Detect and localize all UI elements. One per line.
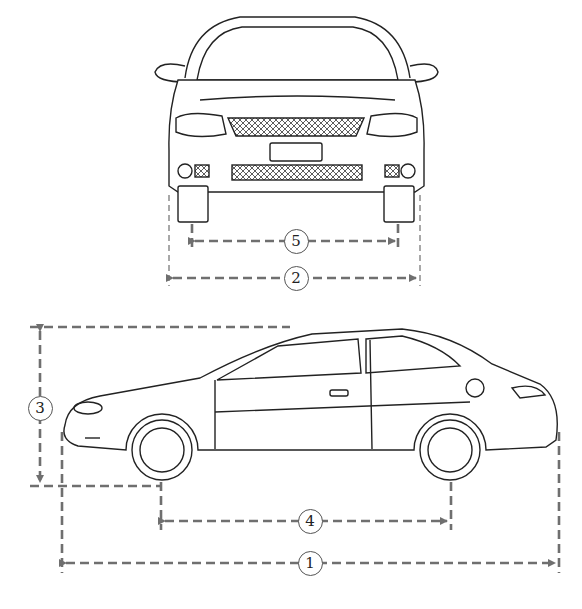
callout-text: 3 bbox=[35, 401, 45, 416]
callout-number: 5 bbox=[284, 229, 309, 254]
callout-text: 5 bbox=[291, 234, 301, 249]
callout-text: 4 bbox=[305, 514, 315, 529]
callout-number: 2 bbox=[284, 266, 309, 291]
side-view bbox=[64, 329, 557, 480]
callout-number: 1 bbox=[298, 551, 323, 576]
callout-text: 2 bbox=[291, 271, 301, 286]
dimension-lines bbox=[30, 195, 559, 573]
callout-number: 3 bbox=[28, 396, 53, 421]
front-view bbox=[155, 17, 438, 222]
callout-text: 1 bbox=[305, 556, 315, 571]
callout-number: 4 bbox=[298, 509, 323, 534]
